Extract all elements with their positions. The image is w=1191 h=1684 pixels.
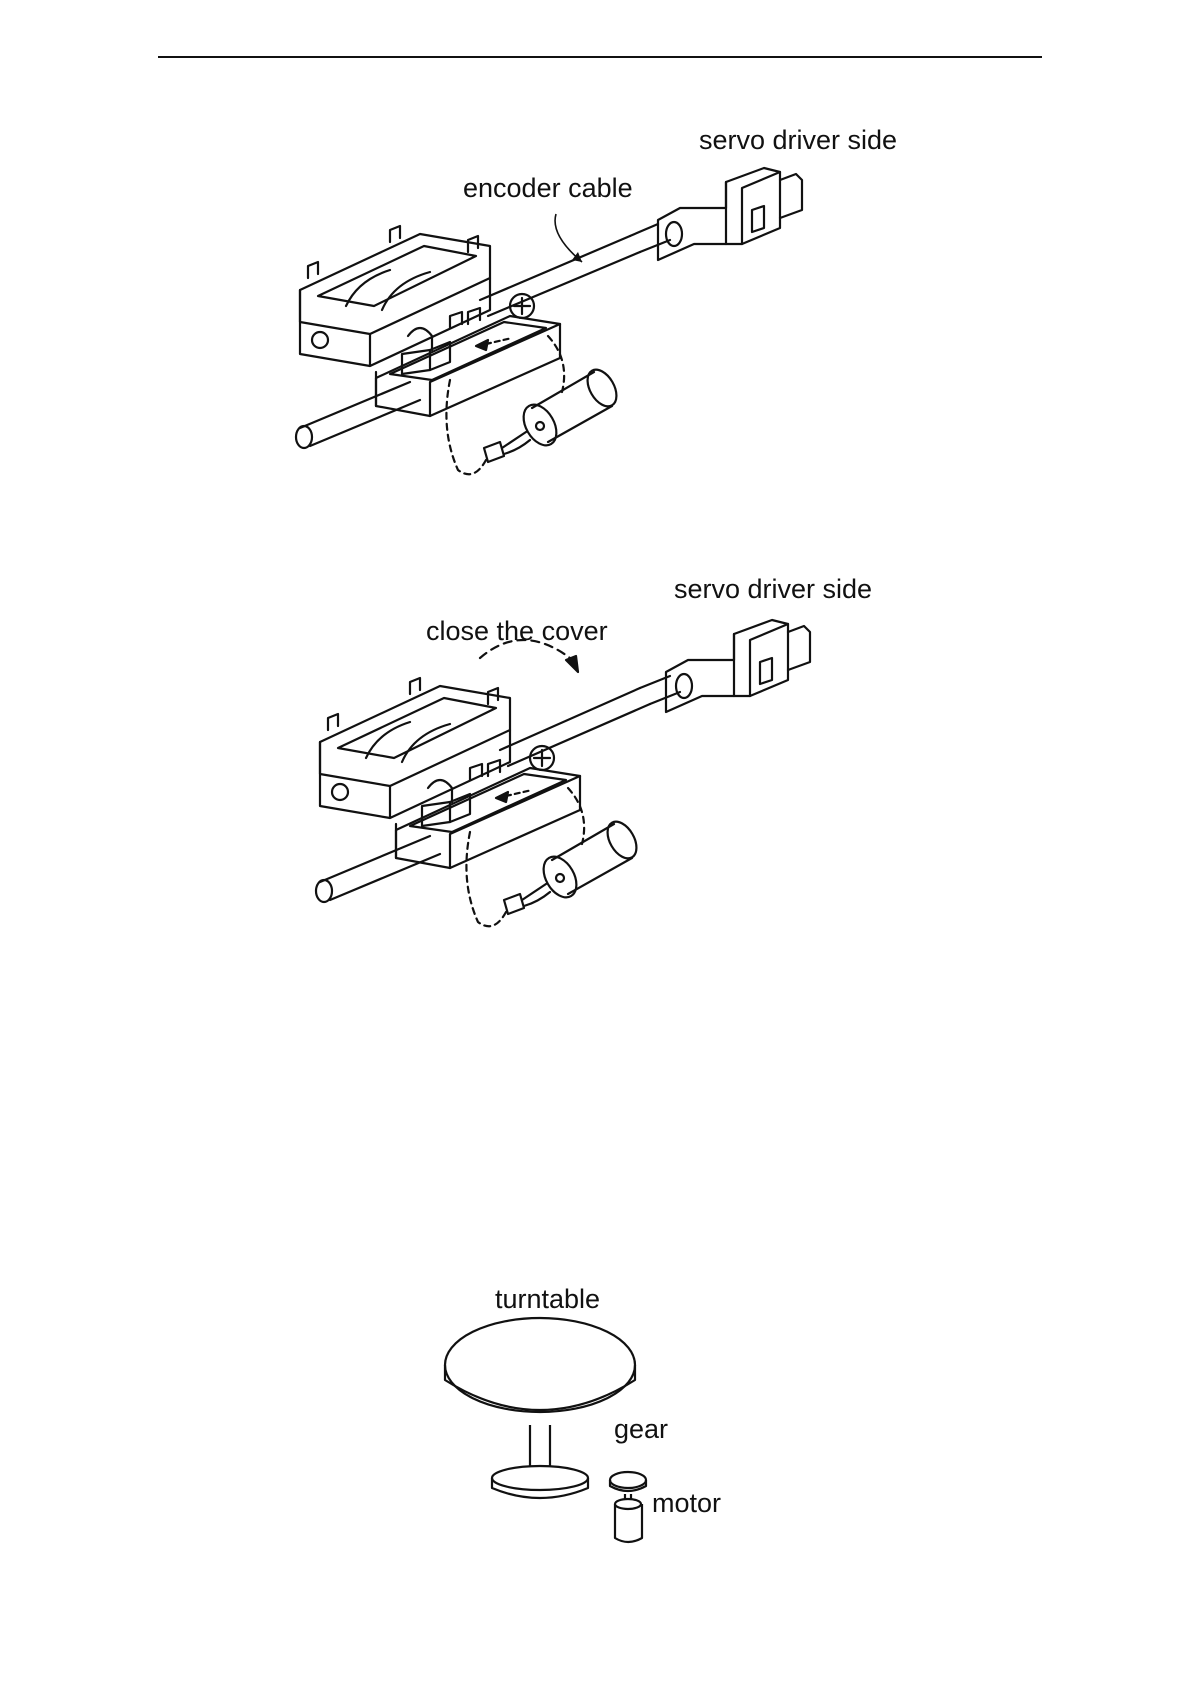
turntable-illustration: [440, 1290, 760, 1590]
motor-label: motor: [652, 1490, 721, 1517]
figure-close-cover: servo driver side close the cover: [310, 560, 960, 980]
figure-battery-box-open: servo driver side encoder cable: [290, 110, 960, 530]
gear-label: gear: [614, 1416, 668, 1443]
close-the-cover-label: close the cover: [426, 618, 608, 645]
battery-box-close-illustration: [310, 560, 960, 980]
turntable-label: turntable: [495, 1286, 600, 1313]
figure-turntable: turntable gear motor: [440, 1290, 760, 1590]
header-rule: [158, 56, 1042, 58]
encoder-cable-pointer-arrow: [290, 110, 960, 530]
servo-driver-side-label-2: servo driver side: [674, 576, 872, 603]
